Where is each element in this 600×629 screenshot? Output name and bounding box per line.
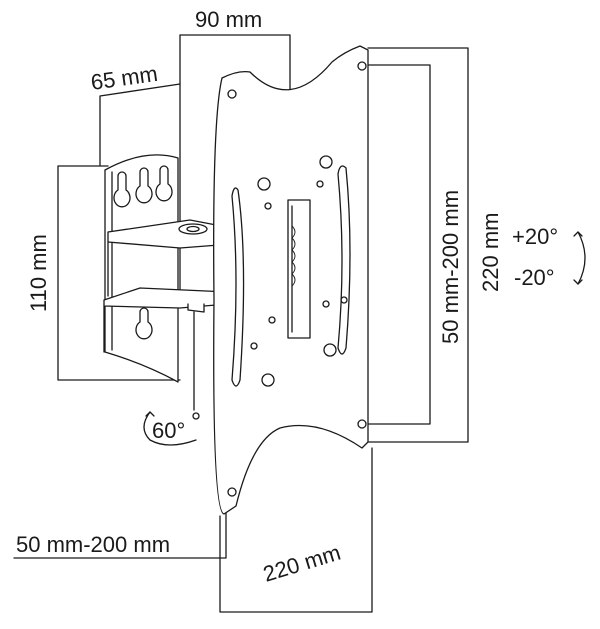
label-plate-height: 220 mm <box>478 213 503 292</box>
dim-line-depth <box>99 83 181 166</box>
vesa-hole <box>250 342 258 350</box>
wall-plate <box>104 154 179 383</box>
vesa-hole <box>227 89 237 99</box>
vesa-hole <box>261 373 275 387</box>
lower-arm <box>103 287 229 411</box>
dim-line-wall-height <box>57 165 181 381</box>
label-swivel: 60° <box>152 418 185 443</box>
vesa-hole <box>227 487 237 497</box>
mounting-slot-right <box>337 165 351 355</box>
label-wall-height: 110 mm <box>26 234 51 312</box>
vesa-hole <box>357 419 367 429</box>
label-plate-width: 220 mm <box>260 540 343 587</box>
keyhole-slot <box>135 167 153 204</box>
vesa-hole <box>257 177 271 191</box>
vesa-hole <box>268 316 276 324</box>
dim-line-vesa-vertical <box>363 64 431 425</box>
vesa-hole <box>323 343 337 357</box>
keyhole-slot <box>155 165 173 202</box>
vesa-hole <box>264 202 272 210</box>
keyhole-slot <box>113 171 131 208</box>
vesa-hole <box>319 155 333 169</box>
upper-arm <box>107 219 233 305</box>
vesa-hole <box>316 180 324 188</box>
dim-line-plate-width <box>219 447 373 613</box>
vesa-hole <box>322 300 330 308</box>
vesa-hole <box>357 61 367 71</box>
label-tilt-down: -20° <box>514 265 555 290</box>
label-tilt-up: +20° <box>512 224 558 249</box>
dim-line-top-width <box>179 34 291 223</box>
mounting-slot-left <box>231 187 245 387</box>
label-depth: 65 mm <box>89 61 159 95</box>
label-top-width: 90 mm <box>195 7 262 32</box>
keyhole-slot <box>135 307 153 340</box>
tv-plate <box>213 45 369 515</box>
dim-line-plate-height <box>367 47 469 443</box>
vesa-hole <box>340 296 348 304</box>
tilt-hinge <box>287 199 311 339</box>
label-vesa-vertical: 50 mm-200 mm <box>438 190 463 344</box>
tilt-arrow-icon <box>573 231 586 285</box>
swivel-arrow-icon <box>143 411 200 446</box>
label-vesa-horizontal: 50 mm-200 mm <box>16 532 170 557</box>
